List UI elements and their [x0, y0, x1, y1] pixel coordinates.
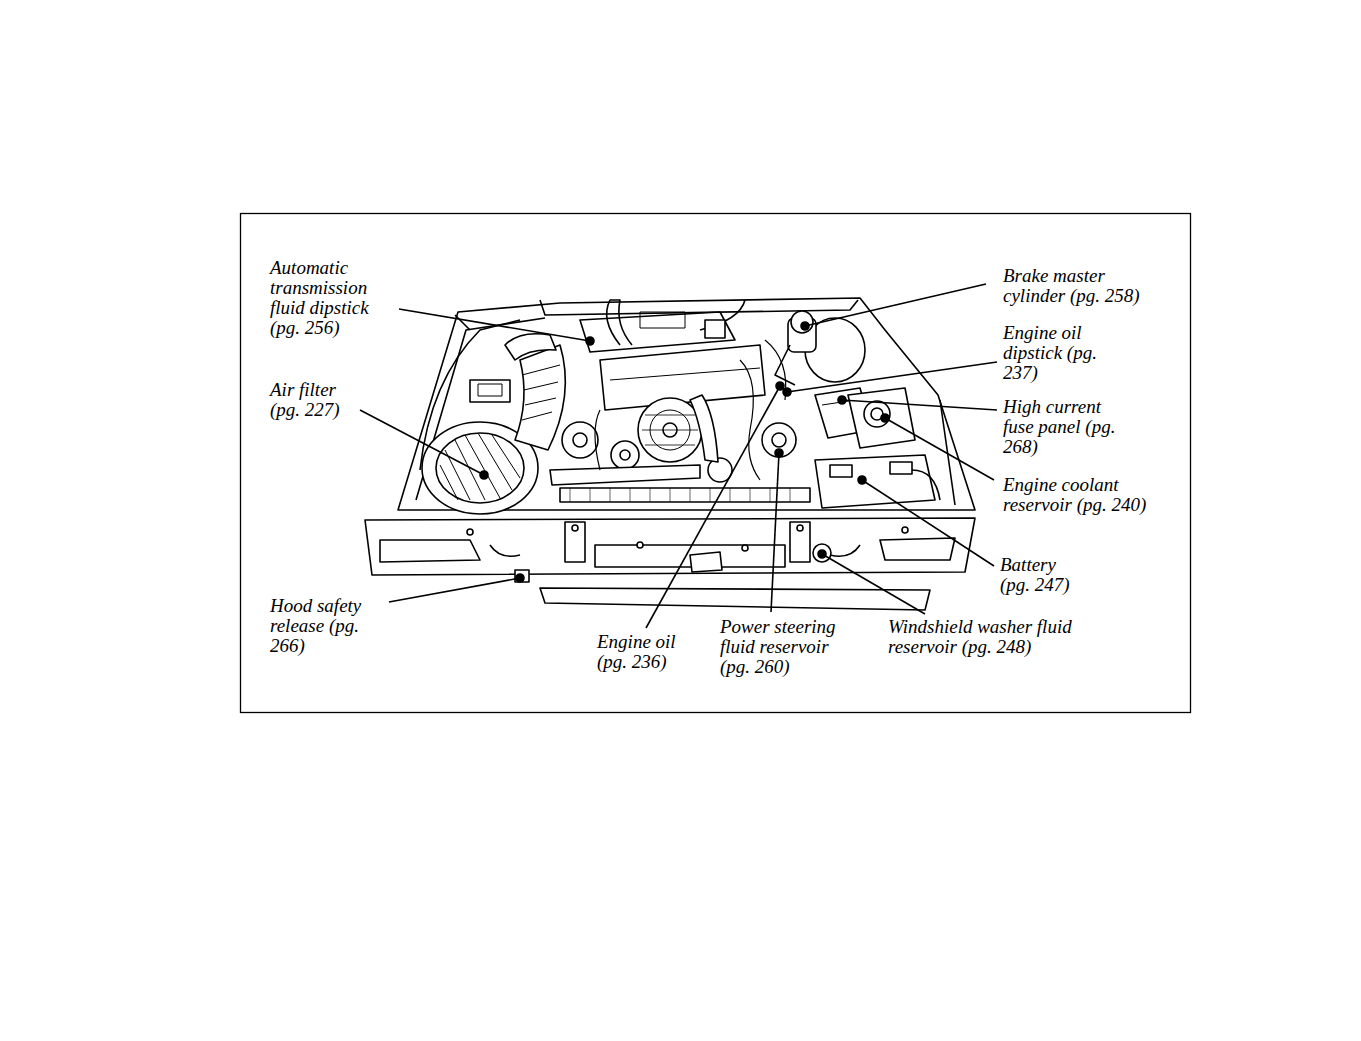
callout-label: Air filter (pg. 227) — [270, 380, 358, 420]
leader-lines-part — [360, 410, 484, 475]
leader-lines-part — [818, 550, 826, 558]
engine-bay-part — [813, 544, 831, 562]
engine-bay-part — [515, 570, 529, 582]
leader-lines — [360, 284, 997, 628]
engine-bay-part — [550, 465, 700, 485]
engine-bay-part — [515, 345, 565, 450]
leader-lines-part — [885, 418, 994, 480]
leader-lines-part — [399, 309, 590, 341]
engine-bay-part — [775, 345, 795, 385]
engine-bay-part — [560, 488, 810, 502]
engine-bay-part — [864, 401, 890, 427]
leader-lines-part — [838, 396, 846, 404]
engine-bay-part — [880, 538, 955, 560]
engine-bay-part — [848, 388, 915, 448]
callout-label: Hood safety release (pg. 266) — [270, 596, 374, 656]
callout-label: Battery (pg. 247) — [1000, 555, 1082, 595]
leader-lines-part — [771, 453, 779, 612]
engine-bay-part — [815, 455, 935, 508]
engine-bay-part — [565, 522, 585, 562]
engine-bay-part — [540, 588, 930, 610]
engine-bay-part — [638, 398, 702, 462]
engine-bay-part — [440, 433, 520, 500]
callout-label: Engine oil (pg. 236) — [597, 632, 697, 672]
engine-bay-part — [470, 380, 510, 402]
engine-bay-part — [490, 545, 860, 556]
engine-bay-part — [642, 415, 698, 445]
engine-bay-part — [580, 312, 735, 352]
leader-lines-part — [805, 284, 986, 326]
frame — [241, 214, 1191, 713]
engine-bay-part — [890, 462, 912, 474]
engine-bay-part — [690, 552, 722, 572]
engine-bay-part — [610, 368, 760, 380]
leader-lines-part — [586, 337, 594, 345]
leader-lines-part — [801, 322, 809, 330]
engine-bay-part — [902, 527, 908, 533]
engine-bay-part — [790, 522, 810, 562]
callout-label: Brake master cylinder (pg. 258) — [1003, 266, 1168, 306]
leader-lines-part — [822, 554, 925, 614]
engine-bay-part — [607, 300, 632, 345]
callout-label: Windshield washer fluid reservoir (pg. 2… — [888, 617, 1108, 657]
engine-bay-part — [522, 365, 560, 420]
leader-lines-part — [787, 362, 997, 392]
engine-bay-part — [772, 433, 786, 447]
callout-label: Power steering fluid reservoir (pg. 260) — [720, 617, 860, 677]
leader-lines-part — [783, 388, 791, 396]
engine-bay-part — [478, 384, 502, 396]
callout-label: Automatic transmission fluid dipstick (p… — [270, 258, 398, 338]
leader-lines-part — [842, 400, 997, 410]
engine-bay-part — [436, 433, 524, 503]
engine-bay-part — [637, 542, 643, 548]
engine-bay-part — [791, 311, 813, 333]
leader-lines-part — [775, 449, 783, 457]
engine-bay-part — [380, 540, 480, 562]
callout-label: Engine coolant reservoir (pg. 240) — [1003, 475, 1148, 515]
engine-bay-part — [573, 433, 587, 447]
engine-bay — [365, 298, 975, 610]
leader-lines-part — [862, 480, 994, 566]
engine-bay-part — [365, 518, 975, 575]
engine-bay-part — [620, 450, 630, 460]
engine-bay-part — [762, 423, 796, 457]
engine-bay-part — [572, 525, 578, 531]
engine-bay-part — [595, 410, 600, 470]
leader-lines-part — [516, 574, 524, 582]
leader-lines-part — [646, 386, 780, 628]
engine-bay-part — [690, 395, 718, 462]
engine-bay-part — [562, 422, 598, 458]
callout-label: High current fuse panel (pg. 268) — [1003, 397, 1121, 457]
leader-lines-part — [480, 471, 488, 479]
engine-bay-part — [611, 441, 639, 469]
callout-label: Engine oil dipstick (pg. 237) — [1003, 323, 1099, 383]
engine-bay-part — [830, 465, 852, 477]
engine-bay-part — [740, 360, 760, 480]
engine-bay-part — [640, 312, 685, 328]
leader-lines-part — [389, 578, 520, 602]
engine-bay-part — [912, 470, 940, 500]
leader-lines-part — [858, 476, 866, 484]
engine-bay-part — [705, 320, 725, 338]
engine-bay-part — [797, 525, 803, 531]
engine-bay-part — [505, 334, 556, 360]
engine-bay-part — [570, 488, 790, 502]
leader-lines-part — [881, 414, 889, 422]
engine-bay-part — [742, 545, 748, 551]
engine-bay-part — [467, 529, 473, 535]
engine-bay-part — [398, 298, 975, 510]
leader-lines-part — [776, 382, 784, 390]
